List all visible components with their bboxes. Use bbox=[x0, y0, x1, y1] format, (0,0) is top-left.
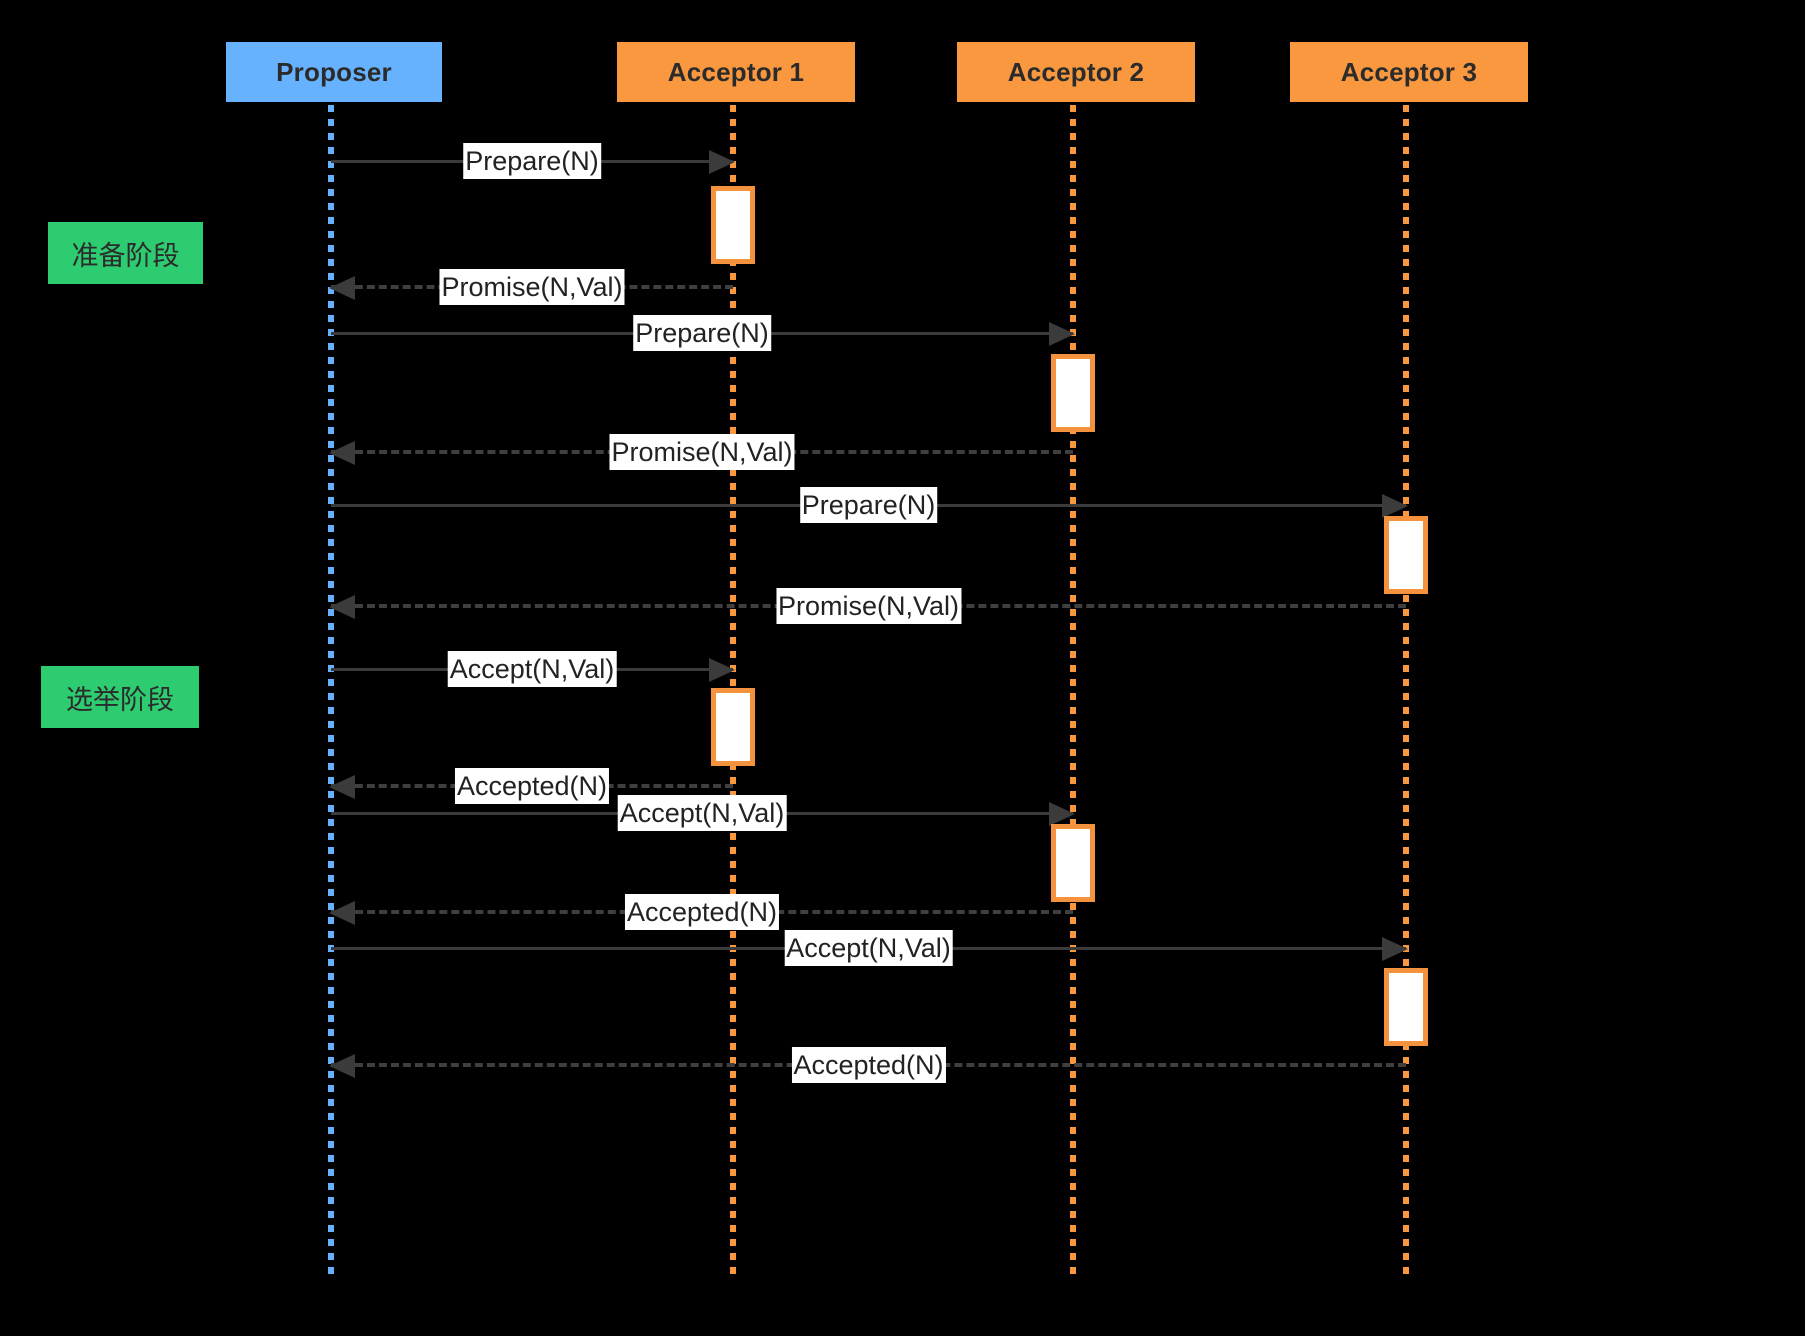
message-label: Accept(N,Val) bbox=[617, 795, 787, 831]
activation-box-acceptor3 bbox=[1384, 516, 1428, 594]
message-m3[interactable]: Prepare(N) bbox=[331, 315, 1075, 351]
message-m11[interactable]: Accept(N,Val) bbox=[331, 930, 1408, 966]
arrowhead-right-icon bbox=[1049, 802, 1075, 826]
lifeline-proposer bbox=[328, 105, 334, 1280]
arrowhead-right-icon bbox=[709, 658, 735, 682]
arrowhead-left-icon bbox=[329, 441, 355, 465]
message-m5[interactable]: Prepare(N) bbox=[331, 487, 1408, 523]
participant-label: Acceptor 3 bbox=[1340, 56, 1478, 87]
lifeline-acceptor2 bbox=[1070, 105, 1076, 1280]
phase-note-election: 选举阶段 bbox=[41, 666, 199, 728]
participant-acceptor3[interactable]: Acceptor 3 bbox=[1290, 42, 1528, 102]
arrowhead-left-icon bbox=[329, 901, 355, 925]
arrowhead-right-icon bbox=[1382, 937, 1408, 961]
message-label: Prepare(N) bbox=[463, 143, 601, 179]
message-m2[interactable]: Promise(N,Val) bbox=[329, 269, 733, 305]
arrowhead-left-icon bbox=[329, 595, 355, 619]
message-m12[interactable]: Accepted(N) bbox=[329, 1047, 1406, 1083]
activation-box-acceptor1 bbox=[711, 688, 755, 766]
arrowhead-right-icon bbox=[1049, 322, 1075, 346]
participant-proposer[interactable]: Proposer bbox=[226, 42, 442, 102]
message-label: Promise(N,Val) bbox=[775, 588, 962, 624]
participant-acceptor2[interactable]: Acceptor 2 bbox=[957, 42, 1195, 102]
arrowhead-left-icon bbox=[329, 775, 355, 799]
activation-box-acceptor2 bbox=[1051, 824, 1095, 902]
phase-note-prepare: 准备阶段 bbox=[48, 222, 203, 284]
phase-note-label: 选举阶段 bbox=[66, 684, 174, 716]
arrowhead-right-icon bbox=[709, 150, 735, 174]
activation-box-acceptor2 bbox=[1051, 354, 1095, 432]
message-label: Accept(N,Val) bbox=[447, 651, 617, 687]
activation-box-acceptor3 bbox=[1384, 968, 1428, 1046]
message-label: Promise(N,Val) bbox=[439, 269, 625, 305]
message-label: Prepare(N) bbox=[633, 315, 771, 351]
message-m6[interactable]: Promise(N,Val) bbox=[329, 588, 1406, 624]
message-m7[interactable]: Accept(N,Val) bbox=[331, 651, 735, 687]
message-m9[interactable]: Accept(N,Val) bbox=[331, 795, 1075, 831]
message-m10[interactable]: Accepted(N) bbox=[329, 894, 1073, 930]
message-m8[interactable]: Accepted(N) bbox=[329, 768, 733, 804]
arrowhead-right-icon bbox=[1382, 494, 1408, 518]
participant-acceptor1[interactable]: Acceptor 1 bbox=[617, 42, 855, 102]
arrowhead-left-icon bbox=[329, 276, 355, 300]
message-m1[interactable]: Prepare(N) bbox=[331, 143, 735, 179]
participant-label: Acceptor 1 bbox=[667, 56, 805, 87]
message-label: Accepted(N) bbox=[624, 894, 780, 930]
message-label: Accept(N,Val) bbox=[784, 930, 953, 966]
message-label: Accepted(N) bbox=[454, 768, 610, 804]
activation-box-acceptor1 bbox=[711, 186, 755, 264]
message-m4[interactable]: Promise(N,Val) bbox=[329, 434, 1073, 470]
arrowhead-left-icon bbox=[329, 1054, 355, 1078]
phase-note-label: 准备阶段 bbox=[71, 240, 180, 272]
participant-label: Proposer bbox=[276, 56, 392, 87]
message-label: Promise(N,Val) bbox=[609, 434, 795, 470]
message-label: Prepare(N) bbox=[799, 487, 938, 523]
participant-label: Acceptor 2 bbox=[1007, 56, 1145, 87]
lifeline-acceptor3 bbox=[1403, 105, 1409, 1280]
message-label: Accepted(N) bbox=[791, 1047, 946, 1083]
